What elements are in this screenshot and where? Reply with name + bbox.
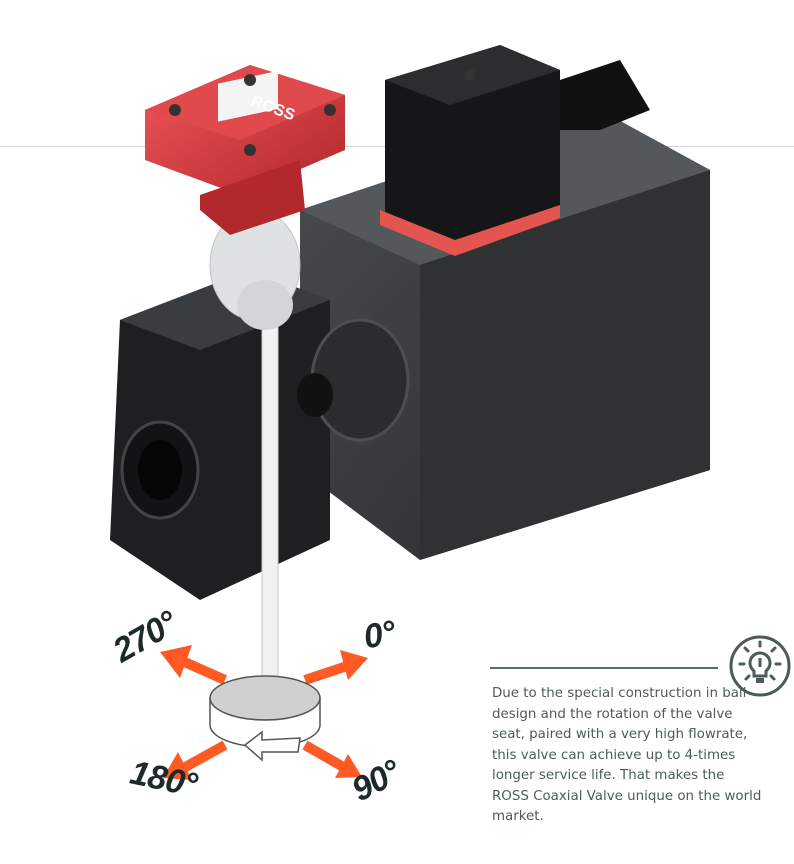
stem-rod (261, 319, 279, 716)
tip-description: Due to the special construction in ball … (492, 686, 762, 824)
rotation-arrows (160, 645, 368, 780)
lightbulb-icon (729, 635, 791, 697)
tip-divider (490, 667, 718, 669)
angle-label-0: 0° (360, 613, 398, 657)
